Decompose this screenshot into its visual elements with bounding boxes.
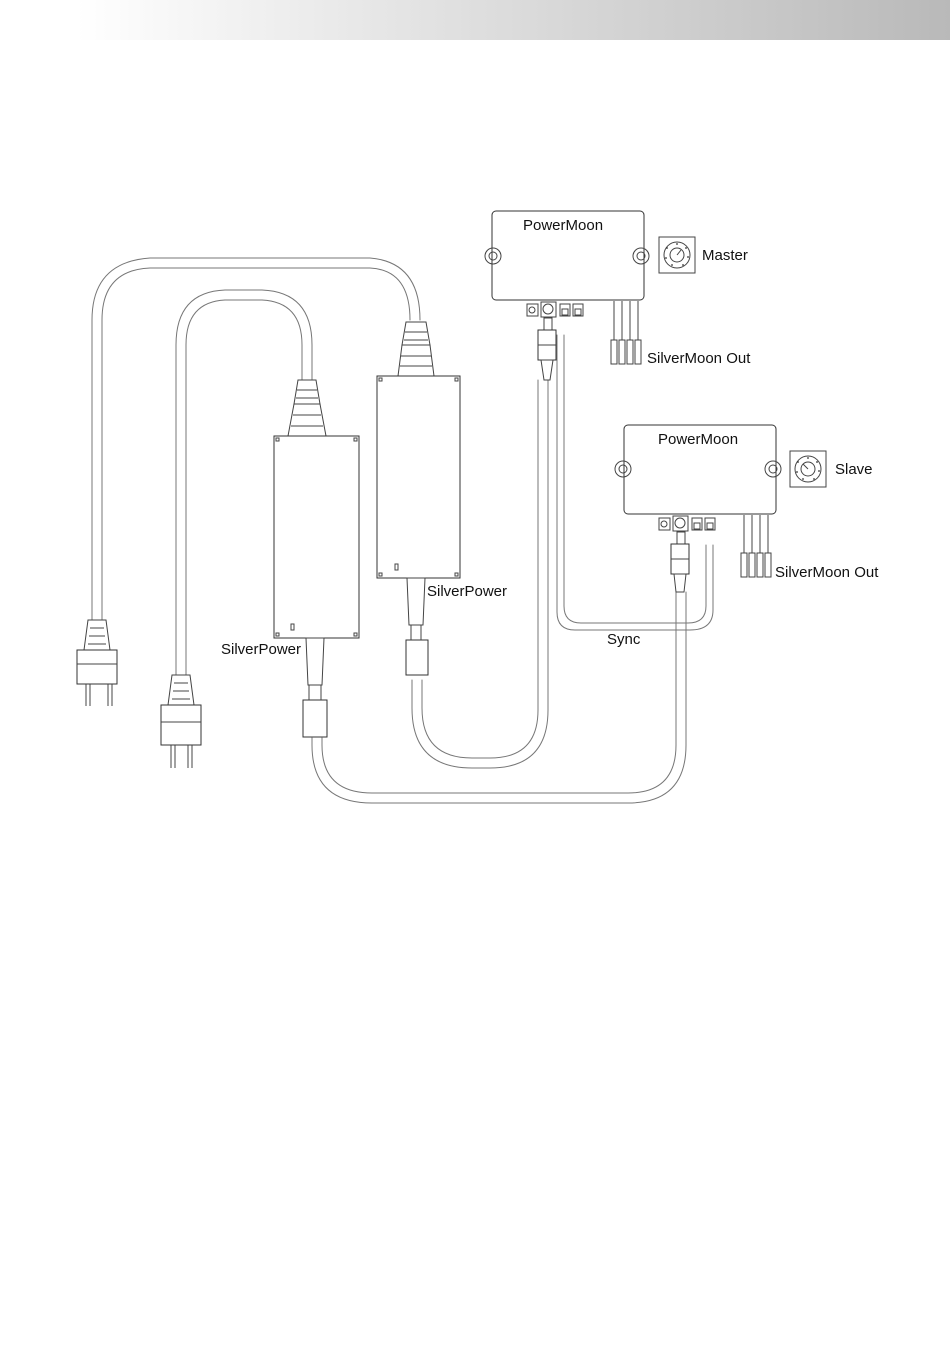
output-wires-master xyxy=(611,301,641,364)
cable-left-plug-to-right-supply xyxy=(92,258,420,620)
mains-plug-left xyxy=(77,620,117,706)
silvermoon-out-master-label: SilverMoon Out xyxy=(647,350,751,367)
dc-plug-slave xyxy=(671,532,689,592)
output-wires-slave xyxy=(741,515,771,577)
cable-left-supply-to-slave xyxy=(312,592,686,803)
silverpower-supply-right xyxy=(377,322,460,675)
silvermoon-out-slave-label: SilverMoon Out xyxy=(775,564,879,581)
connector-ports xyxy=(659,516,715,531)
mains-plug-center xyxy=(161,675,201,768)
rotary-switch-master-icon xyxy=(659,237,695,273)
master-controller-title: PowerMoon xyxy=(523,217,603,234)
silverpower-right-label: SilverPower xyxy=(427,583,507,600)
dc-plug-master xyxy=(538,318,556,380)
powermoon-master-controller: PowerMoon Master SilverMoon Out xyxy=(485,211,751,380)
slave-label: Slave xyxy=(835,461,873,478)
silverpower-supply-left xyxy=(274,380,359,737)
slave-controller-title: PowerMoon xyxy=(658,431,738,448)
rotary-switch-slave-icon xyxy=(790,451,826,487)
powermoon-slave-controller: PowerMoon Slave SilverMoon Out xyxy=(615,425,879,592)
silverpower-left-label: SilverPower xyxy=(221,641,301,658)
sync-label: Sync xyxy=(607,631,641,648)
master-label: Master xyxy=(702,247,748,264)
connector-ports xyxy=(527,302,583,317)
